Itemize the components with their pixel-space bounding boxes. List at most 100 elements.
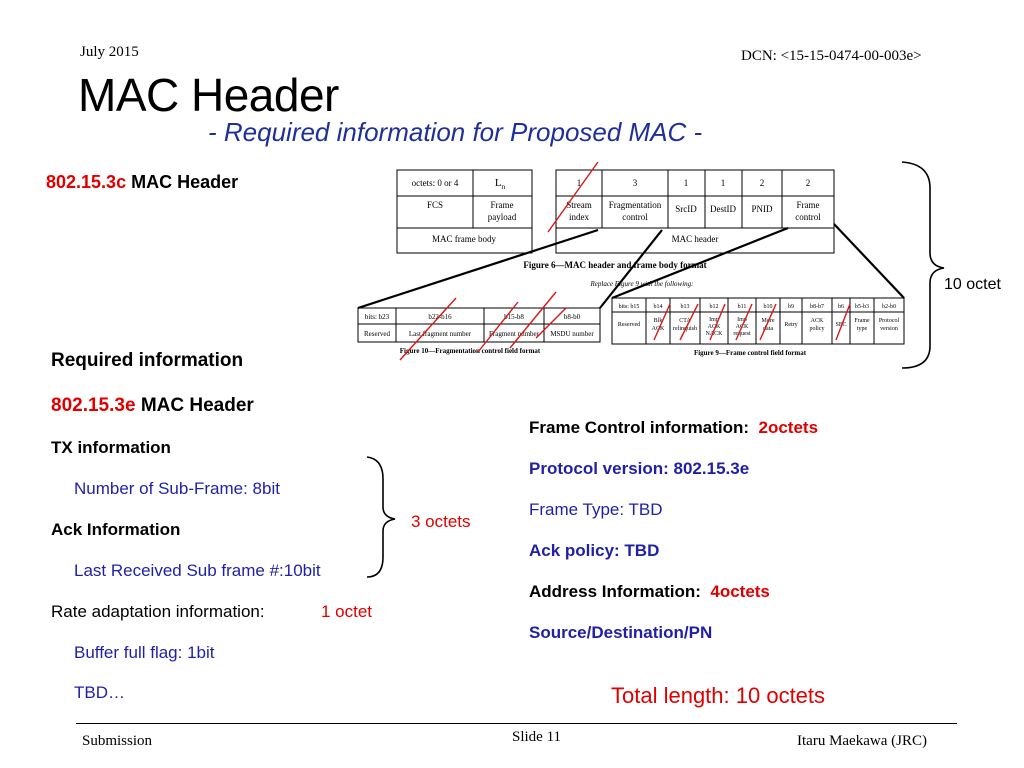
ack-policy: Ack policy: TBD (529, 541, 660, 560)
fcf-c7: Retry (784, 322, 797, 328)
caption-figure-10: Figure 10—Fragmentation control field fo… (400, 347, 541, 355)
fcf-h3: b13 (681, 304, 690, 310)
fcf-c5c: request (733, 331, 751, 337)
fcf-c4b: ACK (708, 324, 721, 330)
strike-marks (399, 161, 851, 361)
protocol-version: Protocol version: 802.15.3e (529, 459, 750, 478)
mh-cell-control: control (622, 212, 648, 222)
fcf-c3a: CTA (679, 318, 691, 324)
fc-frag-h4: b8-b0 (564, 313, 581, 321)
mh-cell-frame: Frame (797, 200, 820, 210)
fc-frag-c2: Last fragment number (409, 330, 472, 338)
three-octet-brace (366, 456, 396, 578)
fcf-h1: bits: b15 (619, 304, 640, 310)
fcf-h2: b14 (654, 304, 663, 310)
total-length: Total length: 10 octets (611, 683, 826, 708)
fcf-c11a: Protocol (879, 318, 900, 324)
address-info-size: 4octets (710, 582, 770, 601)
fcf-c8a: ACK (811, 318, 824, 324)
mh-header-5: 2 (760, 178, 765, 188)
fc-frag-h1: bits: b23 (365, 313, 390, 321)
rate-adaptation: Rate adaptation information: (51, 602, 265, 621)
mh-header-3: 1 (684, 178, 689, 188)
fcf-c8b: policy (810, 326, 825, 332)
footer-rule (76, 723, 957, 724)
fcf-c10a: Frame (854, 318, 870, 324)
fcf-c5a: Imp (737, 317, 747, 323)
num-subframe: Number of Sub-Frame: 8bit (74, 479, 280, 498)
ten-octet-brace (901, 161, 945, 369)
fb-header-ln: Ln (495, 177, 506, 191)
mh-cell-stream: Stream (566, 200, 592, 210)
heading-3e-rest: MAC Header (140, 395, 254, 416)
fb-body-label: MAC frame body (432, 234, 496, 244)
fcf-h8: b8-b7 (810, 304, 824, 310)
fcf-h9: b6 (838, 304, 844, 310)
fcf-h11: b2-b0 (882, 304, 896, 310)
source-destination-pn: Source/Destination/PN (529, 623, 713, 642)
mh-cell-srcid: SrcID (675, 204, 697, 214)
tbd-item: TBD… (74, 683, 125, 702)
fcf-c2a: Blk (654, 318, 663, 324)
frame-control-label: Frame Control information: (529, 418, 750, 437)
mh-header-6: 2 (806, 178, 811, 188)
frame-control-info: Frame Control information: 2octets (529, 418, 818, 438)
fb-cell-payload: payload (488, 212, 517, 222)
three-octets-label: 3 octets (411, 512, 471, 531)
mh-header-1: 1 (577, 178, 582, 188)
buffer-flag: Buffer full flag: 1bit (74, 643, 215, 662)
fcf-c11b: version (880, 326, 898, 332)
fb-header-octets: octets: 0 or 4 (412, 178, 459, 188)
fcf-c4c: NACK (705, 331, 723, 337)
heading-3c-rest: MAC Header (131, 172, 239, 192)
frame-body-table (396, 169, 533, 254)
fcf-h4: b12 (710, 304, 719, 310)
address-info-label: Address Information: (529, 582, 701, 601)
fcf-c1: Reserved (618, 322, 640, 328)
fc-frag-h3: b15-b8 (504, 313, 524, 321)
frame-type: Frame Type: TBD (529, 500, 663, 519)
mh-cell-frag: Fragmentation (609, 200, 662, 210)
fc-frag-c4: MSDU number (550, 330, 594, 338)
fcf-h6: b10 (764, 304, 773, 310)
frag-control-table (357, 307, 601, 343)
mh-body-label: MAC header (672, 234, 719, 244)
mh-header-2: 3 (633, 178, 638, 188)
footer-submission: Submission (82, 733, 153, 749)
mh-cell-destid: DestID (710, 204, 736, 214)
fc-frag-h2: b22-b16 (428, 313, 452, 321)
frame-control-size: 2octets (758, 418, 819, 437)
fcf-c6b: data (763, 326, 773, 332)
rate-adaptation-size: 1 octet (321, 602, 373, 621)
fb-cell-frame: Frame (491, 200, 514, 210)
connector-lines (357, 223, 905, 310)
fcf-c9: SEC (835, 322, 846, 328)
caption-figure-6: Figure 6—MAC header and frame body forma… (523, 260, 706, 270)
address-info: Address Information: 4octets (529, 582, 770, 602)
footer-slide-number: Slide 11 (512, 729, 562, 745)
fcf-c4a: Imp (709, 317, 719, 323)
required-info-heading: Required information (51, 350, 244, 371)
header-dcn: DCN: <15-15-0474-00-003e> (741, 48, 922, 64)
fcf-h7: b9 (788, 304, 794, 310)
page-title: MAC Header (78, 69, 339, 121)
heading-802-15-3c: 802.15.3c MAC Header (46, 172, 238, 193)
mh-cell-control2: control (795, 212, 821, 222)
heading-802-15-3e: 802.15.3e MAC Header (51, 395, 254, 417)
footer-author: Itaru Maekawa (JRC) (797, 733, 927, 749)
fcf-h10: b5-b3 (855, 304, 869, 310)
fc-frag-c3: Fragment number (489, 330, 540, 338)
fb-cell-fcs: FCS (427, 200, 443, 210)
mac-header-figure: octets: 0 or 4 Ln FCS Frame payload MAC … (357, 161, 905, 361)
std-3e: 802.15.3e (51, 395, 136, 416)
page-subtitle: - Required information for Proposed MAC … (208, 117, 703, 147)
mh-cell-index: index (569, 212, 589, 222)
header-date: July 2015 (80, 44, 139, 60)
fcf-c10b: type (857, 326, 868, 332)
mh-cell-pnid: PNID (751, 204, 773, 214)
fc-frag-c1: Reserved (364, 330, 391, 338)
last-received: Last Received Sub frame #:10bit (74, 561, 321, 580)
ack-info: Ack Information (51, 520, 181, 539)
mh-header-4: 1 (721, 178, 726, 188)
caption-figure-9: Figure 9—Frame control field format (694, 349, 807, 357)
